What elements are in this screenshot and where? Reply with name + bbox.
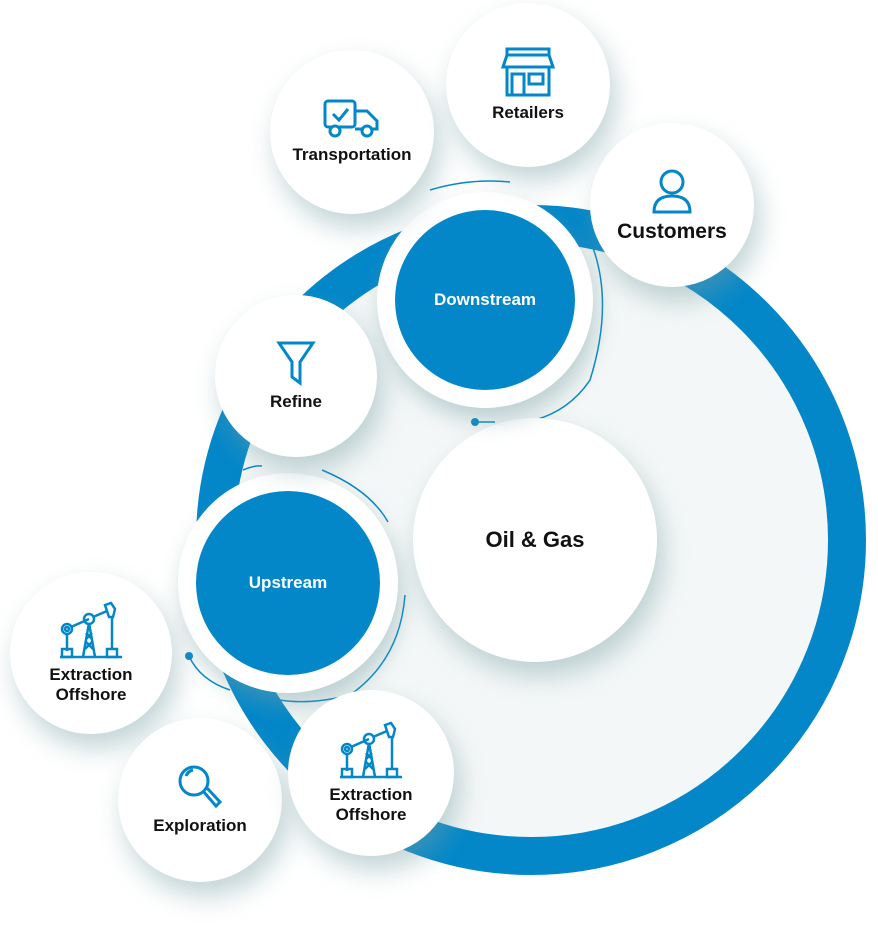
funnel-icon bbox=[276, 340, 316, 386]
hub-upstream: Upstream bbox=[196, 491, 380, 675]
node-extraction-offshore-left: Extraction Offshore bbox=[10, 572, 172, 734]
delivery-truck-check-icon bbox=[323, 99, 381, 139]
storefront-icon bbox=[501, 47, 555, 97]
node-extraction-left-label-1: Extraction bbox=[49, 665, 133, 684]
node-transportation-label: Transportation bbox=[292, 145, 412, 164]
node-transportation: Transportation bbox=[270, 50, 434, 214]
oil-pumpjack-icon bbox=[339, 721, 403, 779]
node-extraction-left-label-2: Offshore bbox=[55, 685, 127, 704]
center-node-oil-gas: Oil & Gas bbox=[413, 418, 657, 662]
user-icon bbox=[650, 168, 694, 216]
node-exploration-label: Exploration bbox=[153, 816, 247, 835]
node-extraction-right-label-1: Extraction bbox=[329, 785, 413, 804]
center-label: Oil & Gas bbox=[485, 527, 585, 552]
node-customers-label: Customers bbox=[617, 220, 727, 243]
node-refine-label: Refine bbox=[270, 392, 322, 411]
hub-downstream-label: Downstream bbox=[433, 290, 537, 309]
hub-downstream: Downstream bbox=[395, 210, 575, 390]
hub-upstream-label: Upstream bbox=[248, 573, 328, 592]
node-retailers: Retailers bbox=[446, 3, 610, 167]
node-exploration: Exploration bbox=[118, 718, 282, 882]
node-retailers-label: Retailers bbox=[492, 103, 564, 122]
magnifier-icon bbox=[176, 764, 224, 810]
node-customers: Customers bbox=[590, 123, 754, 287]
node-extraction-right-label-2: Offshore bbox=[335, 805, 407, 824]
node-extraction-offshore-right: Extraction Offshore bbox=[288, 690, 454, 856]
node-refine: Refine bbox=[215, 295, 377, 457]
oil-pumpjack-icon bbox=[59, 601, 123, 659]
